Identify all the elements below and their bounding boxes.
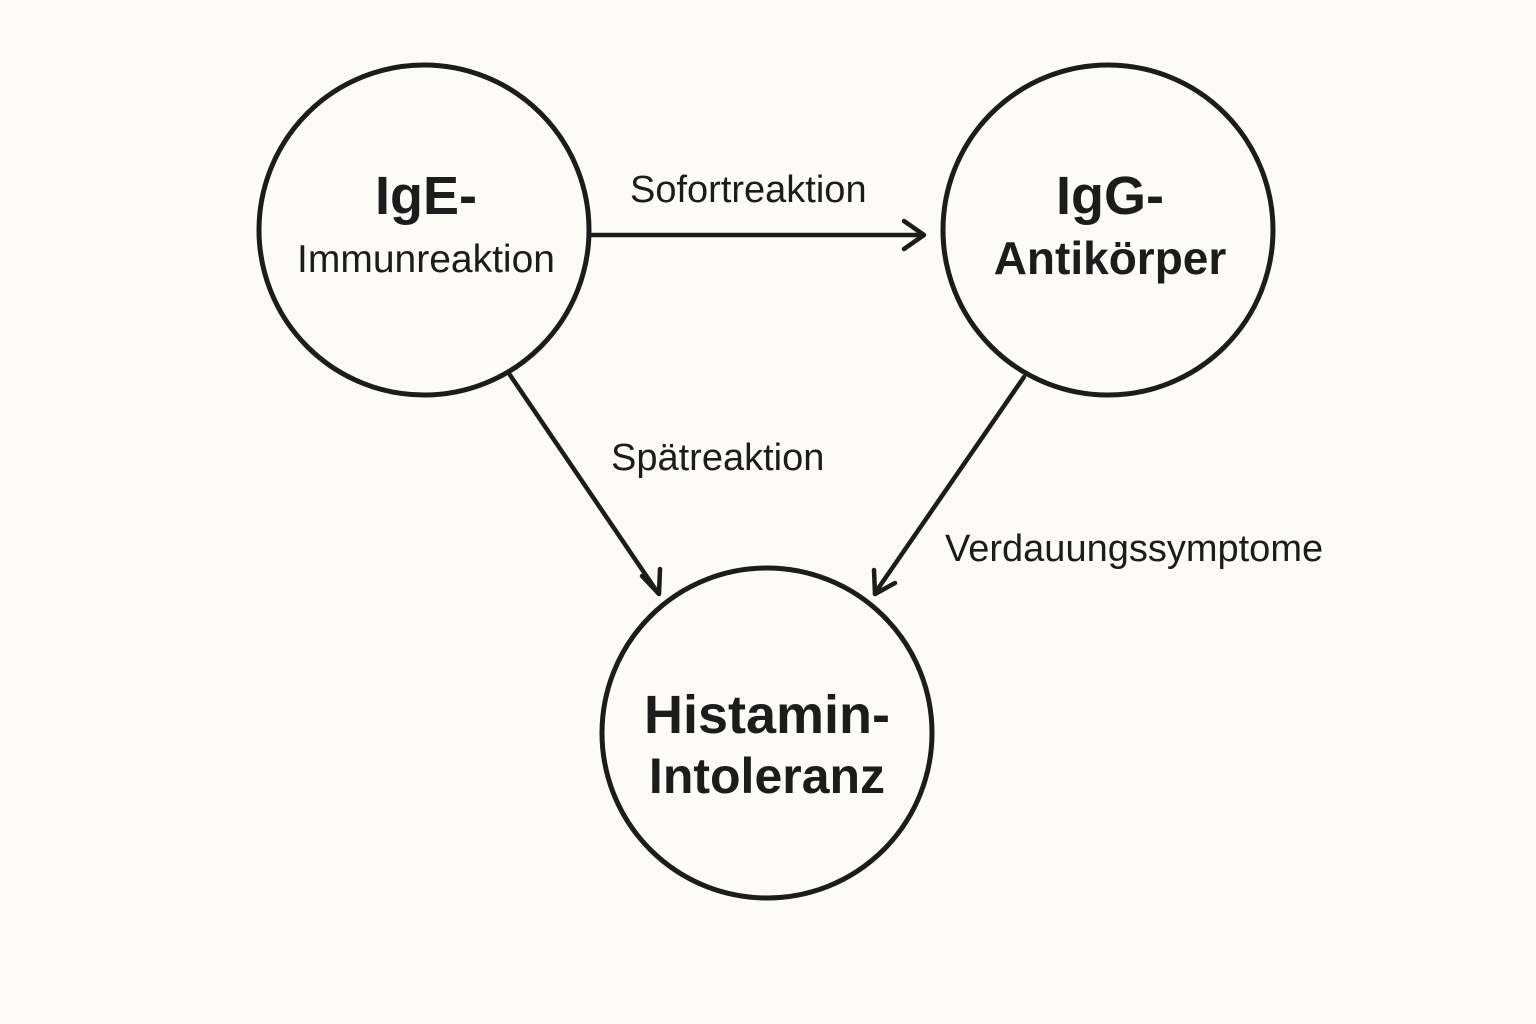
edge-ige-to-igg: Sofortreaktion <box>589 169 927 252</box>
node-histamin-intoleranz: Histamin- Intoleranz <box>599 565 935 901</box>
edge-ige-to-histamin-arrowhead <box>639 566 663 597</box>
node-ige-circle <box>256 62 592 398</box>
node-igg-antikoerper: IgG- Antikörper <box>940 62 1276 398</box>
node-igg-subtitle: Antikörper <box>994 232 1227 284</box>
edge-ige-to-igg-arrowhead <box>901 218 927 252</box>
node-ige-subtitle: Immunreaktion <box>297 238 555 281</box>
edge-ige-to-histamin: Spätreaktion <box>507 372 824 597</box>
node-igg-circle <box>940 62 1276 398</box>
node-histamin-circle <box>599 565 935 901</box>
edge-igg-to-histamin-label: Verdauungssymptome <box>945 528 1323 570</box>
edge-ige-to-histamin-line <box>507 372 661 596</box>
node-ige-immunreaktion: IgE- Immunreaktion <box>256 62 592 398</box>
edge-ige-to-igg-label: Sofortreaktion <box>630 169 867 211</box>
node-histamin-title: Histamin- <box>644 685 890 745</box>
node-igg-title: IgG- <box>1056 166 1164 226</box>
edge-igg-to-histamin-arrowhead <box>871 567 898 597</box>
node-histamin-subtitle: Intoleranz <box>649 748 885 804</box>
edge-ige-to-histamin-label: Spätreaktion <box>611 437 824 479</box>
edge-igg-to-histamin-line <box>872 374 1027 596</box>
edge-igg-to-histamin: Verdauungssymptome <box>871 374 1323 597</box>
node-ige-title: IgE- <box>375 166 477 226</box>
